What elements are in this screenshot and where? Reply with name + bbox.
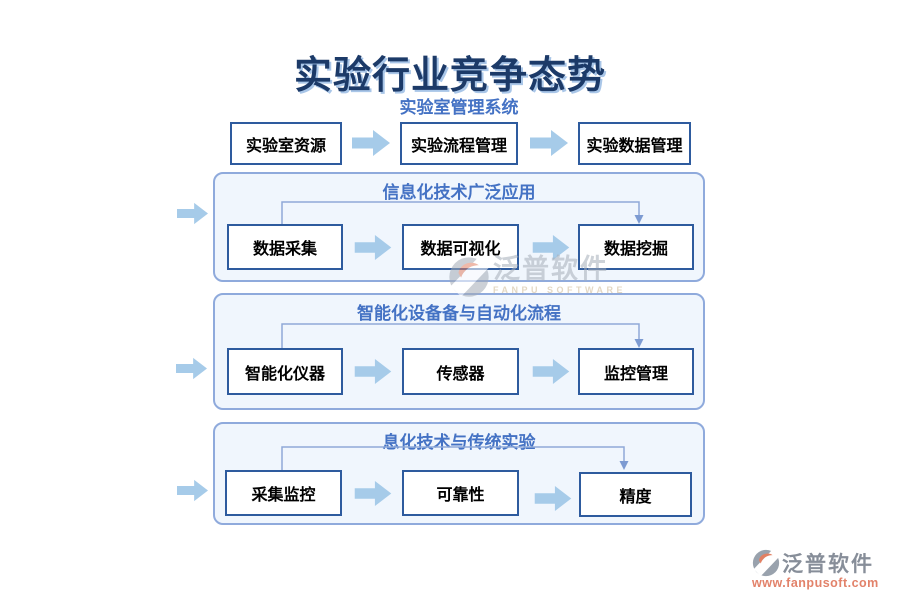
panel-smart-devices-title: 智能化设备备与自动化流程: [357, 304, 561, 323]
watermark-center: 泛普软件 FANPU SOFTWARE: [448, 256, 626, 298]
flow-arrow-right-icon: [534, 486, 572, 511]
flow-arrow-right-icon: [354, 481, 392, 506]
flow-box-data-mining: 数据挖掘: [578, 224, 694, 270]
panel-informatization-title: 信息化技术广泛应用: [382, 183, 536, 202]
flow-box-smart-instrument: 智能化仪器: [227, 348, 343, 395]
flow-box-lab-data: 实验数据管理: [578, 122, 691, 165]
panel-smart-devices: 智能化设备备与自动化流程 智能化仪器 传感器 监控管理: [213, 293, 705, 410]
panel-entry-arrow-icon: [177, 479, 208, 502]
panel-traditional: 息化技术与传统实验 采集监控 可靠性 精度: [213, 422, 705, 525]
panel-traditional-title: 息化技术与传统实验: [382, 433, 536, 452]
flow-arrow-right-icon: [352, 130, 390, 156]
row1-label: 实验室管理系统: [399, 98, 519, 117]
panel-entry-arrow-icon: [176, 357, 207, 380]
flow-arrow-right-icon: [532, 235, 570, 260]
corner-brand-text: 泛普软件: [782, 553, 874, 576]
flow-arrow-right-icon: [354, 359, 392, 384]
panel-entry-arrow-icon: [177, 202, 208, 225]
flow-box-precision: 精度: [579, 472, 692, 517]
flow-box-sensor: 传感器: [402, 348, 519, 395]
flow-arrow-right-icon: [530, 130, 568, 156]
panel-informatization: 信息化技术广泛应用 数据采集 数据可视化 数据挖掘: [213, 172, 705, 282]
watermark-corner: 泛普软件 www.fanpusoft.com: [752, 548, 879, 590]
watermark-brand-text: 泛普软件: [493, 254, 609, 284]
fanpu-logo-icon: [449, 257, 489, 297]
flow-box-data-collect: 数据采集: [227, 224, 343, 270]
flow-box-monitor-mgmt: 监控管理: [578, 348, 694, 395]
flow-box-collect-monitor: 采集监控: [225, 470, 342, 516]
watermark-brand-en-text: FANPU SOFTWARE: [493, 285, 627, 295]
flow-arrow-right-icon: [532, 359, 570, 384]
flow-box-reliability: 可靠性: [402, 470, 519, 516]
flow-box-lab-resources: 实验室资源: [230, 122, 342, 165]
diagram-title: 实验行业竞争态势: [293, 52, 606, 97]
corner-url-text: www.fanpusoft.com: [752, 576, 879, 590]
fanpu-logo-icon: [752, 549, 780, 577]
flow-arrow-right-icon: [354, 235, 392, 260]
flow-box-lab-process: 实验流程管理: [400, 122, 518, 165]
